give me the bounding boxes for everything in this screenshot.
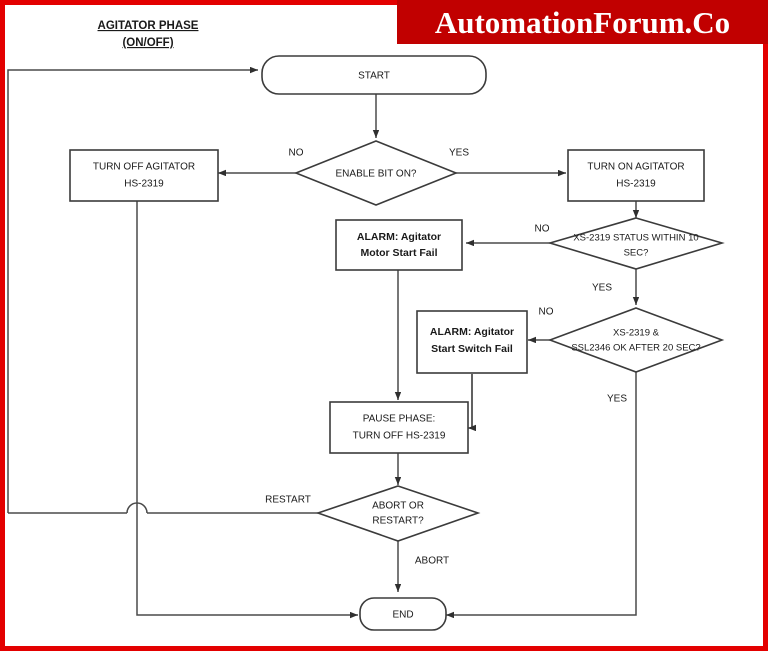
node-turn-off-agitator[interactable] [69,149,219,202]
node-start-label: START [358,71,390,82]
edge-label-status10-no: NO [535,224,550,235]
node-turn-on-agitator[interactable] [567,149,705,202]
node-alarm-switch-line2: Start Switch Fail [431,343,513,355]
diagram-title-line2: (ON/OFF) [122,37,173,49]
node-abort-restart-line2: RESTART? [372,516,424,527]
node-status10-line2: SEC? [624,248,649,259]
node-status10-line1: XS-2319 STATUS WITHIN 10 [573,233,698,244]
site-banner-text: AutomationForum.Co [434,4,731,40]
node-alarm-motor-line1: ALARM: Agitator [357,231,441,243]
node-pause-line1: PAUSE PHASE: [363,414,436,425]
edge-status20-yes [446,372,637,619]
node-end-label: END [392,610,413,621]
edge-label-status20-no: NO [539,307,554,318]
node-status20-line1: XS-2319 & [613,328,660,339]
node-alarm-motor-line2: Motor Start Fail [360,247,437,259]
node-pause-phase[interactable] [329,401,469,454]
node-alarm-start-switch-fail[interactable] [416,310,528,374]
node-turn-off-line1: TURN OFF AGITATOR [93,162,195,173]
node-turn-off-line2: HS-2319 [124,179,164,190]
edge-label-enable-yes: YES [449,148,469,159]
node-pause-line2: TURN OFF HS-2319 [353,431,446,442]
site-banner: AutomationForum.Co [397,0,768,44]
edge-label-restart: RESTART [265,495,311,506]
edge-turnoff-to-end [136,513,358,619]
node-status-within-10sec[interactable] [547,217,725,270]
node-abort-or-restart[interactable] [315,485,481,542]
node-enable-bit-label: ENABLE BIT ON? [336,169,417,180]
diagram-title-line1: AGITATOR PHASE [98,20,199,32]
node-end[interactable] [359,597,447,631]
node-turn-on-line1: TURN ON AGITATOR [587,162,684,173]
edge-label-status20-yes: YES [607,394,627,405]
edge-restart-to-start [7,66,258,513]
node-status20-line2: SSL2346 OK AFTER 20 SEC? [571,343,700,354]
edge-bridge-hop [126,502,148,514]
edge-label-abort: ABORT [415,556,449,567]
node-status-after-20sec[interactable] [547,307,725,373]
edge-label-enable-no: NO [289,148,304,159]
node-abort-restart-line1: ABORT OR [372,501,424,512]
edge-label-status10-yes: YES [592,283,612,294]
node-enable-bit[interactable] [293,140,459,206]
node-alarm-switch-line1: ALARM: Agitator [430,326,514,338]
node-start[interactable] [261,55,487,95]
node-turn-on-line2: HS-2319 [616,179,656,190]
node-alarm-motor-start-fail[interactable] [335,219,463,271]
